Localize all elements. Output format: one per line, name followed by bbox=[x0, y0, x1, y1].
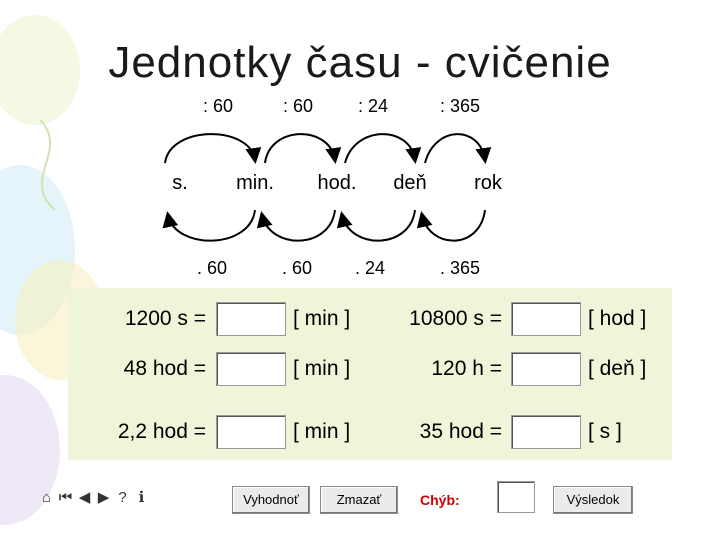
op-den-to-hod: . 24 bbox=[354, 258, 386, 278]
unit-sekunda: s. bbox=[172, 172, 188, 194]
op-rok-to-den: . 365 bbox=[439, 258, 481, 278]
answer-input[interactable] bbox=[511, 302, 581, 336]
unit-hodina: hod. bbox=[317, 172, 357, 194]
op-min-to-hod: : 60 bbox=[282, 96, 314, 116]
target-unit: [ s ] bbox=[588, 420, 622, 443]
op-den-to-rok: : 365 bbox=[439, 96, 481, 116]
exercise-label: 1200 s = bbox=[124, 307, 206, 330]
answer-input[interactable] bbox=[511, 352, 581, 386]
errors-count-field bbox=[497, 481, 535, 513]
errors-label: Chýb: bbox=[420, 492, 460, 508]
page-title: Jednotky času - cvičenie bbox=[108, 38, 612, 87]
exercise-label: 48 hod = bbox=[123, 357, 206, 380]
target-unit: [ min ] bbox=[293, 420, 351, 443]
result-button[interactable]: Výsledok bbox=[553, 486, 633, 514]
exercise-label: 120 h = bbox=[431, 357, 502, 380]
op-hod-to-den: : 24 bbox=[357, 96, 389, 116]
unit-minuta: min. bbox=[236, 172, 274, 194]
target-unit: [ min ] bbox=[293, 307, 351, 330]
answer-input[interactable] bbox=[511, 415, 581, 449]
exercise-label: 2,2 hod = bbox=[117, 420, 206, 443]
navigation-bar: ⌂ ⏮ ◀ ▶ ? ℹ bbox=[38, 487, 150, 507]
op-min-to-sec: . 60 bbox=[196, 258, 228, 278]
previous-icon[interactable]: ◀ bbox=[78, 489, 91, 506]
info-icon[interactable]: ℹ bbox=[138, 489, 145, 506]
op-sec-to-min: : 60 bbox=[202, 96, 234, 116]
exercise-label: 10800 s = bbox=[409, 307, 502, 330]
unit-den: deň bbox=[393, 172, 427, 194]
answer-input[interactable] bbox=[216, 302, 286, 336]
next-icon[interactable]: ▶ bbox=[97, 489, 110, 506]
exercise-label: 35 hod = bbox=[419, 420, 502, 443]
target-unit: [ hod ] bbox=[588, 307, 647, 330]
home-icon[interactable]: ⌂ bbox=[41, 488, 52, 506]
answer-input[interactable] bbox=[216, 415, 286, 449]
clear-button[interactable]: Zmazať bbox=[320, 486, 398, 514]
help-icon[interactable]: ? bbox=[118, 488, 127, 506]
unit-rok: rok bbox=[474, 172, 502, 194]
op-hod-to-min: . 60 bbox=[281, 258, 313, 278]
target-unit: [ deň ] bbox=[588, 357, 647, 380]
evaluate-button[interactable]: Vyhodnoť bbox=[232, 486, 310, 514]
target-unit: [ min ] bbox=[293, 357, 351, 380]
answer-input[interactable] bbox=[216, 352, 286, 386]
first-icon[interactable]: ⏮ bbox=[58, 488, 73, 506]
